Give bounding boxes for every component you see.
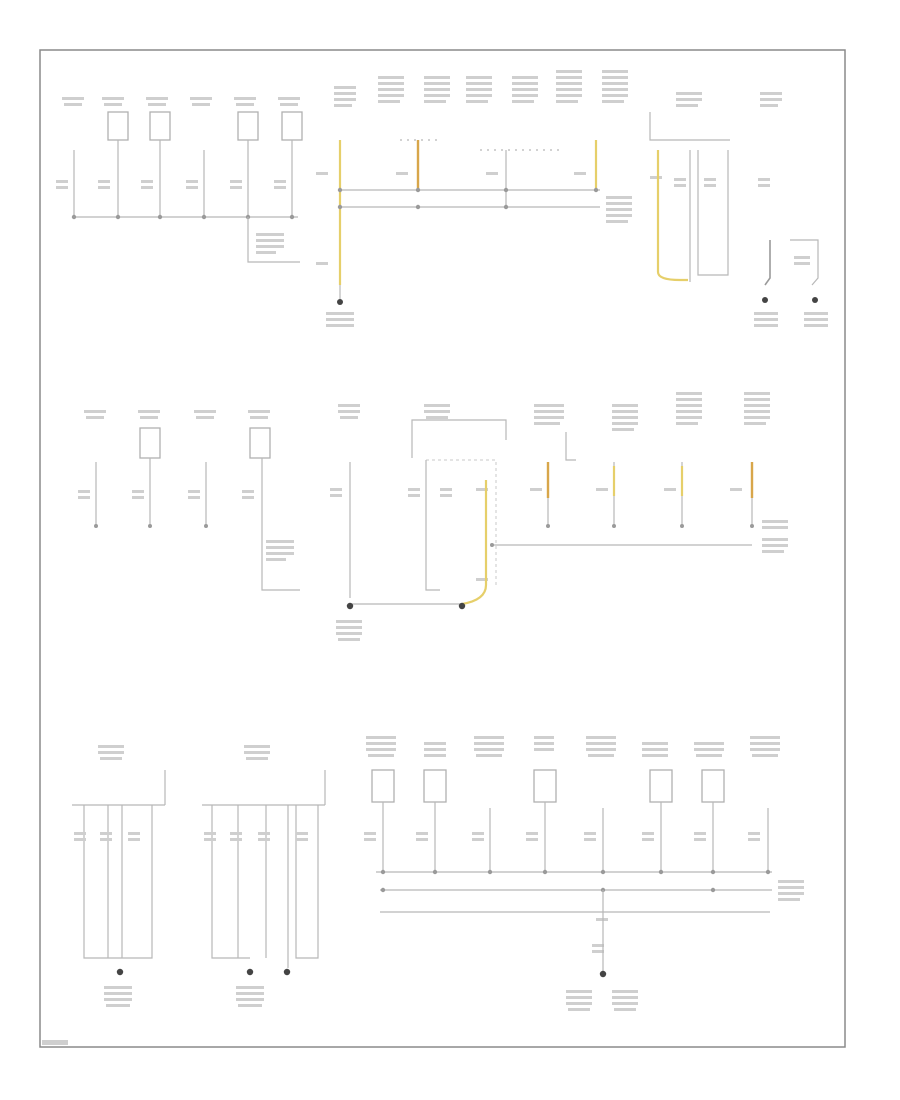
ground-symbol: [762, 297, 768, 303]
ground-symbol: [812, 297, 818, 303]
ground-symbol: [458, 602, 466, 610]
top-center-labels: [316, 70, 632, 265]
component-box: [423, 769, 447, 803]
component-box: [649, 769, 673, 803]
harness-nodes: [337, 187, 599, 210]
section-top: [56, 70, 828, 327]
bottom-bus-nodes: [380, 869, 771, 893]
ground-symbol: [116, 968, 124, 976]
middle-labels: [84, 392, 770, 431]
component-box: [149, 111, 171, 141]
bottom-right-codes: [364, 832, 804, 953]
section-middle: [78, 392, 788, 641]
diagram-frame: [39, 49, 846, 1048]
ground-symbol: [337, 299, 343, 305]
bottom-left-codes: [74, 832, 308, 841]
section-bottom: [72, 736, 804, 1011]
ground-symbol: [283, 968, 291, 976]
component-box: [249, 427, 271, 459]
middle-codes: [78, 488, 788, 581]
bus-nodes: [71, 214, 295, 220]
wire-code-marks: [56, 180, 286, 254]
ground-symbol: [246, 968, 254, 976]
top-left-labels: [62, 97, 300, 106]
component-box: [107, 111, 129, 141]
component-box: [701, 769, 725, 803]
bottom-labels: [98, 736, 780, 760]
component-box: [139, 427, 161, 459]
ground-symbol: [599, 970, 607, 978]
component-box: [237, 111, 259, 141]
ground-symbol: [346, 602, 354, 610]
footer-code-mark: [42, 1040, 68, 1045]
component-box: [371, 769, 395, 803]
top-right-labels: [650, 92, 782, 187]
component-box: [533, 769, 557, 803]
component-box: [281, 111, 303, 141]
